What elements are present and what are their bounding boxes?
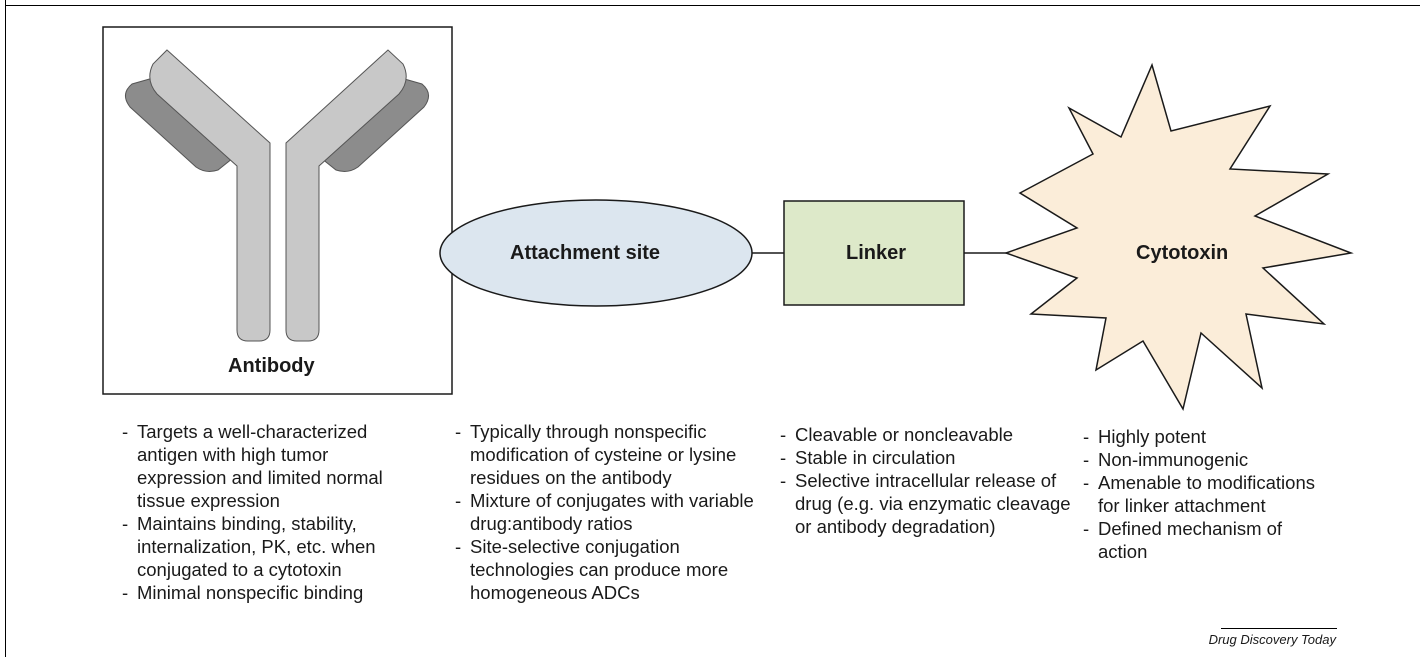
linker-box xyxy=(783,200,965,306)
list-item: Mixture of conjugates with variable drug… xyxy=(455,489,780,535)
linker-label: Linker xyxy=(846,242,907,264)
cytotoxin-starburst xyxy=(1003,62,1354,411)
list-item: Defined mechanism of action xyxy=(1083,517,1323,563)
list-item: Minimal nonspecific binding xyxy=(122,581,422,604)
list-item: Stable in circulation xyxy=(780,446,1080,469)
frame-border-left xyxy=(5,0,6,657)
linker-description-list: Cleavable or noncleavable Stable in circ… xyxy=(780,423,1080,538)
antibody-description-list: Targets a well-characterized antigen wit… xyxy=(122,420,422,604)
attachment-site-ellipse xyxy=(439,199,753,307)
cytotoxin-description-list: Highly potent Non-immunogenic Amenable t… xyxy=(1083,425,1323,563)
list-item: Highly potent xyxy=(1083,425,1323,448)
list-item: Non-immunogenic xyxy=(1083,448,1323,471)
list-item: Typically through nonspecific modificati… xyxy=(455,420,780,489)
list-item: Amenable to modifications for linker att… xyxy=(1083,471,1323,517)
antibody-label: Antibody xyxy=(228,355,315,377)
list-item: Maintains binding, stability, internaliz… xyxy=(122,512,422,581)
list-item: Targets a well-characterized antigen wit… xyxy=(122,420,422,512)
source-credit: Drug Discovery Today xyxy=(1208,632,1336,647)
cytotoxin-label: Cytotoxin xyxy=(1136,242,1229,264)
antibody-icon xyxy=(125,49,429,342)
list-item: Selective intracellular release of drug … xyxy=(780,469,1080,538)
frame-border-top xyxy=(5,5,1420,6)
list-item: Site-selective conjugation technologies … xyxy=(455,535,780,604)
attachment-site-label: Attachment site xyxy=(510,242,661,264)
source-rule xyxy=(1221,628,1337,629)
attachment-site-description-list: Typically through nonspecific modificati… xyxy=(455,420,780,604)
list-item: Cleavable or noncleavable xyxy=(780,423,1080,446)
